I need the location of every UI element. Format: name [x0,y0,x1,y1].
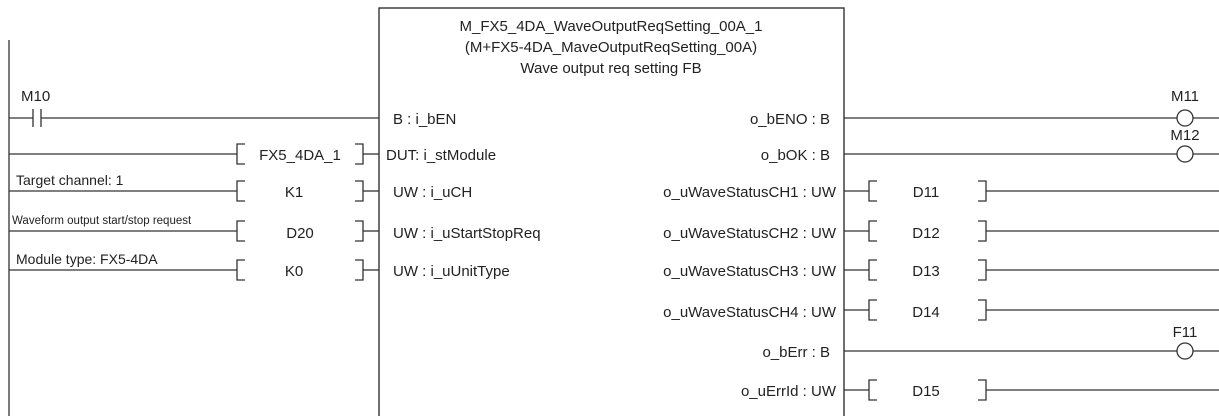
operand-k1[interactable]: K1 [236,180,364,202]
coil-m11-label: M11 [1171,88,1199,105]
operand-k0-label: K0 [285,263,303,280]
comment-module-type: Module type: FX5-4DA [16,251,158,267]
operand-d20[interactable]: D20 [236,220,364,242]
operand-d14-label: D14 [912,304,940,321]
fb-output-wavestatus-ch4: o_uWaveStatusCH4 : UW [663,304,837,321]
fb-output-err: o_bErr : B [762,344,830,361]
operand-fx5-4da-1[interactable]: FX5_4DA_1 [236,143,364,165]
comment-target-channel: Target channel: 1 [16,172,124,188]
operand-d15[interactable]: D15 [868,379,987,401]
operand-d20-label: D20 [286,225,314,242]
coil-m12[interactable]: M12 [1170,127,1200,163]
fb-output-wavestatus-ch2: o_uWaveStatusCH2 : UW [663,225,837,242]
fb-input-en: B : i_bEN [393,111,456,128]
fb-output-wavestatus-ch3: o_uWaveStatusCH3 : UW [663,263,837,280]
operand-d15-label: D15 [912,383,940,400]
fb-output-errid: o_uErrId : UW [741,383,837,400]
coil-f11[interactable]: F11 [1173,324,1198,360]
coil-m11[interactable]: M11 [1171,88,1199,127]
fb-output-ok: o_bOK : B [761,147,830,164]
fb-output-eno: o_bENO : B [750,111,830,128]
operand-k0[interactable]: K0 [236,259,364,281]
fb-instance-name: M_FX5_4DA_WaveOutputReqSetting_00A_1 [460,18,763,35]
fb-input-unittype: UW : i_uUnitType [393,263,510,280]
operand-k1-label: K1 [285,184,303,201]
fb-input-stmodule: DUT: i_stModule [386,147,496,164]
operand-d12-label: D12 [912,225,940,242]
fb-type-name: (M+FX5-4DA_MaveOutputReqSetting_00A) [465,39,757,56]
operand-fx5-4da-1-label: FX5_4DA_1 [259,147,341,164]
operand-d14[interactable]: D14 [868,299,987,321]
fb-input-uch: UW : i_uCH [393,184,472,201]
contact-m10-label: M10 [21,88,50,105]
fb-output-wavestatus-ch1: o_uWaveStatusCH1 : UW [663,184,837,201]
operand-d11[interactable]: D11 [868,180,987,202]
function-block[interactable] [378,7,845,416]
operand-d13[interactable]: D13 [868,259,987,281]
operand-d12[interactable]: D12 [868,220,987,242]
operand-d13-label: D13 [912,263,940,280]
coil-f11-label: F11 [1173,324,1198,341]
contact-m10[interactable]: M10 [21,88,50,127]
coil-m12-label: M12 [1170,127,1199,144]
comment-waveform-start-stop: Waveform output start/stop request [12,215,192,227]
operand-d11-label: D11 [913,184,939,201]
fb-input-startstopreq: UW : i_uStartStopReq [393,225,541,242]
fb-description: Wave output req setting FB [520,60,701,77]
